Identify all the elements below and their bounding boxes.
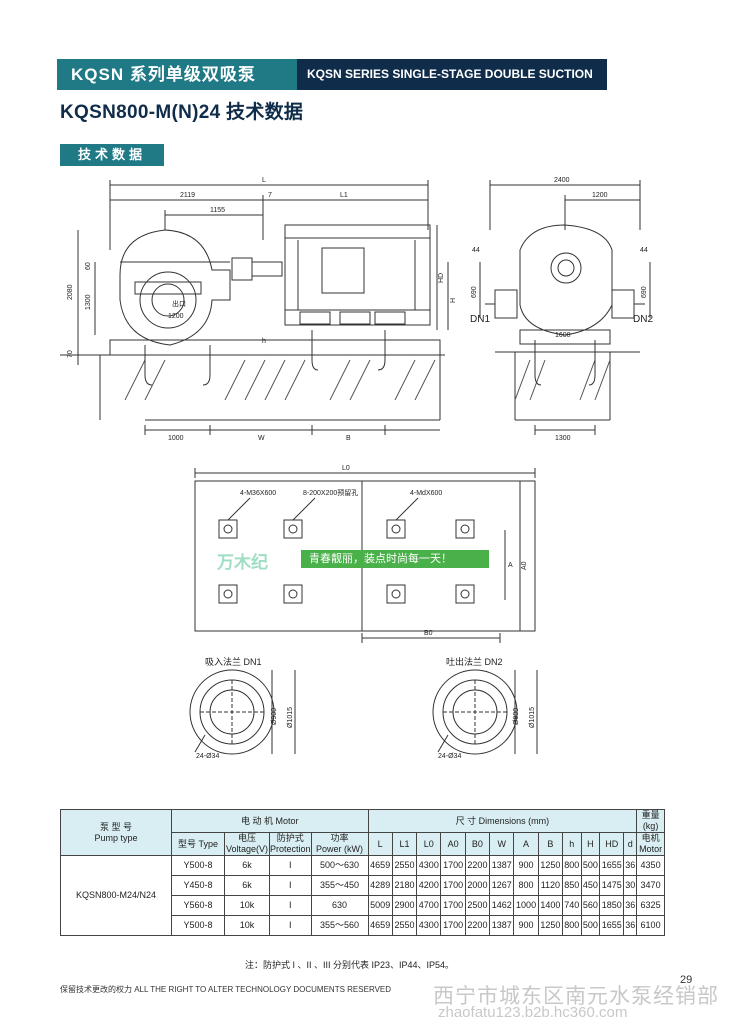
dim-1000: 1000 (168, 435, 184, 442)
label-reserved-holes: 8-200X200预留孔 (303, 488, 358, 497)
series-title-en: KQSN SERIES SINGLE-STAGE DOUBLE SUCTION … (297, 59, 607, 112)
dim-7: 7 (268, 192, 272, 199)
flange-1-d2: Ø1015 (287, 707, 294, 728)
dim-W: W (258, 435, 265, 442)
th-dim-B0: B0 (464, 832, 491, 856)
dim-B: B (346, 435, 351, 442)
dim-2119: 2119 (180, 192, 195, 199)
th-dim-B: B (537, 832, 564, 856)
th-type: 型号 Type (171, 832, 225, 856)
dim-L: L (262, 177, 266, 184)
th-dim-H: H (580, 832, 601, 856)
flange-1-holes: 24-Ø34 (196, 753, 219, 760)
dim-44-left: 44 (472, 247, 480, 254)
label-bolt-md: 4-MdX600 (410, 490, 442, 497)
section-tag: 技术数据 (60, 144, 164, 166)
table-note: 注：防护式 I 、II 、III 分别代表 IP23、IP44、IP54。 (245, 960, 455, 970)
dim-1200: 1200 (168, 313, 184, 320)
dim-A: A (508, 562, 513, 569)
label-DN2: DN2 (633, 314, 653, 325)
dim-2080: 2080 (67, 284, 74, 300)
dim-A0: A0 (521, 561, 528, 570)
flange-2-d2: Ø1015 (529, 707, 536, 728)
dim-B0: B0 (424, 630, 433, 637)
th-dim-h: h (562, 832, 582, 856)
watermark-url: zhaofatu123.b2b.hc360.com (438, 1004, 628, 1021)
dim-1600: 1600 (555, 332, 571, 339)
dim-60: 60 (85, 262, 92, 270)
dim-1200-end: 1200 (592, 192, 608, 199)
dim-HD: HD (438, 273, 445, 283)
label-DN1: DN1 (470, 314, 490, 325)
dim-690-right: 690 (641, 286, 648, 298)
series-title-cn: KQSN 系列单级双吸泵 (57, 59, 297, 90)
dim-L0: L0 (342, 465, 350, 472)
th-dim-W: W (489, 832, 515, 856)
dim-L1: L1 (340, 192, 348, 199)
dim-2400: 2400 (554, 177, 570, 184)
label-outlet: 出口 (172, 299, 186, 308)
flange-2-title: 吐出法兰 DN2 (446, 656, 503, 667)
dim-1155: 1155 (210, 207, 225, 214)
flange-2-holes: 24-Ø34 (438, 753, 461, 760)
dim-70: 70 (67, 350, 74, 358)
th-dim-L: L (367, 832, 393, 856)
th-dim-A0: A0 (440, 832, 466, 856)
th-dimensions: 尺 寸 Dimensions (mm) (367, 809, 638, 833)
dim-44-right: 44 (640, 247, 648, 254)
flange-2-d1: Ø900 (513, 708, 520, 725)
dim-h: h (262, 338, 266, 345)
model-title: KQSN800-M(N)24 技术数据 (60, 102, 304, 123)
label-bolt-m36: 4-M36X600 (240, 490, 276, 497)
flange-1-d1: Ø900 (271, 708, 278, 725)
th-dim-A: A (513, 832, 539, 856)
flange-1-title: 吸入法兰 DN1 (205, 656, 262, 667)
technical-drawings: L 2119 7 L1 1155 2080 1300 60 70 出口 1200… (60, 177, 653, 760)
th-dim-HD: HD (599, 832, 625, 856)
dim-H: H (450, 298, 457, 303)
footer-rights: 保留技术更改的权力 ALL THE RIGHT TO ALTER TECHNOL… (60, 985, 392, 994)
dim-1300: 1300 (85, 294, 92, 310)
th-dim-L0: L0 (416, 832, 442, 856)
promo-banner: 青春靓丽，装点时尚每一天！ (301, 550, 489, 568)
dim-1300-end: 1300 (555, 435, 571, 442)
watermark-company: 西宁市城东区南元水泵经销部 (433, 985, 719, 1008)
th-motor: 电 动 机 Motor (171, 809, 369, 833)
th-dim-L1: L1 (391, 832, 418, 856)
pump-model-cell: KQSN800-M24/N24 (60, 855, 172, 936)
page-number: 29 (680, 974, 693, 986)
th-weight: 重量(kg) (636, 809, 665, 833)
promo-logo: 万木纪 (217, 553, 268, 572)
th-dim-d: d (623, 832, 638, 856)
dim-690-left: 690 (471, 286, 478, 298)
